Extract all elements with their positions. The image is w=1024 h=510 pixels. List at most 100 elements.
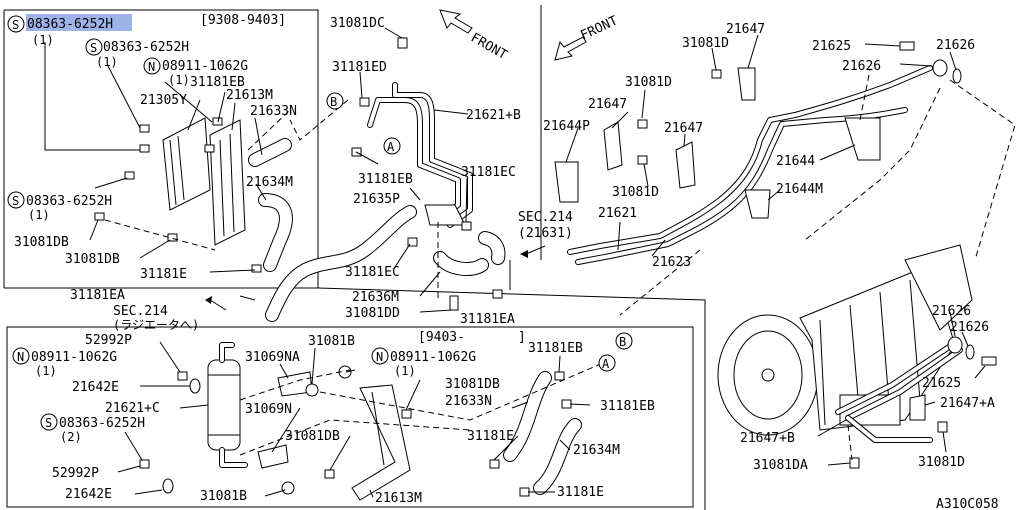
- bracket-21305y: [162, 117, 211, 211]
- part-number-31181eb[interactable]: 31181EB: [190, 75, 245, 90]
- hose-21634m-b: [533, 418, 582, 495]
- marker-s-1: [7, 15, 25, 33]
- part-number-21647[interactable]: 21647: [588, 97, 627, 112]
- hose-21635p: [265, 205, 417, 322]
- part-number-21647b[interactable]: 21647+B: [740, 431, 795, 446]
- hose-21633n-a: [248, 138, 292, 167]
- fittings-lower-right: [849, 336, 997, 469]
- part-number-21647[interactable]: 21647: [664, 121, 703, 136]
- pipe-21623: [567, 65, 933, 255]
- front-label: FRONT: [468, 30, 510, 63]
- marker-b-1: [326, 92, 344, 110]
- part-number-21647a[interactable]: 21647+A: [940, 396, 995, 411]
- part-number-s-08363-6252h[interactable]: 08363-6252H: [59, 416, 145, 431]
- part-number-31181ea[interactable]: 31181EA: [70, 288, 125, 303]
- part-number-31069n[interactable]: 31069N: [245, 402, 292, 417]
- marker-a-2: [598, 354, 616, 372]
- part-number-21623[interactable]: 21623: [652, 255, 691, 270]
- part-number-s-08363-6252h-selected[interactable]: 08363-6252H: [27, 17, 113, 32]
- part-number-21305y[interactable]: 21305Y: [140, 93, 187, 108]
- part-number-31081db[interactable]: 31081DB: [65, 252, 120, 267]
- part-number-31081dc[interactable]: 31081DC: [330, 16, 385, 31]
- part-number-31181e[interactable]: 31181E: [140, 267, 187, 282]
- qty-label: (1): [394, 364, 416, 378]
- part-number-52992p[interactable]: 52992P: [85, 333, 132, 348]
- part-number-s-08363-6252h[interactable]: 08363-6252H: [103, 40, 189, 55]
- part-number-21626[interactable]: 21626: [936, 38, 975, 53]
- leader-lines-lower-right: [817, 311, 986, 466]
- marker-s-4-text: S: [45, 416, 52, 430]
- marker-s-3-text: S: [12, 194, 19, 208]
- part-number-31181ea[interactable]: 31181EA: [460, 312, 515, 327]
- front-arrow-a: [439, 9, 473, 34]
- part-number-21621b[interactable]: 21621+B: [466, 108, 521, 123]
- part-number-n-08911-1062g[interactable]: 08911-1062G: [162, 59, 248, 74]
- part-number-31069na[interactable]: 31069NA: [245, 350, 300, 365]
- part-number-31081da[interactable]: 31081DA: [753, 458, 808, 473]
- part-number-21634m[interactable]: 21634M: [246, 175, 293, 190]
- arrow-to-radiator: [205, 296, 227, 311]
- part-number-21625[interactable]: 21625: [812, 39, 851, 54]
- part-number-21644[interactable]: 21644: [776, 154, 815, 169]
- part-number-31081db[interactable]: 31081DB: [285, 429, 340, 444]
- date-range-label: [9308-9403]: [200, 13, 286, 28]
- part-number-31081b[interactable]: 31081B: [308, 334, 355, 349]
- part-number-31181ed[interactable]: 31181ED: [332, 60, 387, 75]
- part-number-31081d[interactable]: 31081D: [625, 75, 672, 90]
- part-number-21644p[interactable]: 21644P: [543, 119, 590, 134]
- part-number-21613m[interactable]: 21613M: [375, 491, 422, 506]
- sec-214-reference[interactable]: SEC.214: [518, 210, 573, 225]
- figure-code: A310C058: [936, 497, 999, 510]
- part-number-21636m[interactable]: 21636M: [352, 290, 399, 305]
- part-number-21644m[interactable]: 21644M: [776, 182, 823, 197]
- part-number-n-08911-1062g[interactable]: 08911-1062G: [390, 350, 476, 365]
- marker-a-1-text: A: [387, 140, 395, 154]
- part-number-21634m[interactable]: 21634M: [573, 443, 620, 458]
- frame-top-left: [3, 9, 319, 289]
- part-number-31181e[interactable]: 31181E: [467, 429, 514, 444]
- marker-s-2-text: S: [90, 41, 97, 55]
- sec-214-sub-label: (21631): [518, 226, 573, 241]
- part-number-21635p[interactable]: 21635P: [353, 192, 400, 207]
- part-number-31181eb[interactable]: 31181EB: [358, 172, 413, 187]
- transmission-assembly: [717, 244, 973, 436]
- part-number-21621c[interactable]: 21621+C: [105, 401, 160, 416]
- part-number-31081d[interactable]: 31081D: [918, 455, 965, 470]
- part-number-31081d[interactable]: 31081D: [612, 185, 659, 200]
- part-number-s-08363-6252h[interactable]: 08363-6252H: [26, 194, 112, 209]
- part-number-31181eb[interactable]: 31181EB: [600, 399, 655, 414]
- marker-s-3: [7, 191, 25, 209]
- part-number-31081dd[interactable]: 31081DD: [345, 306, 400, 321]
- marker-n-2: [12, 347, 30, 365]
- marker-n-1: [143, 57, 161, 75]
- part-number-21642e[interactable]: 21642E: [65, 487, 112, 502]
- part-number-21626[interactable]: 21626: [950, 320, 989, 335]
- part-number-52992p[interactable]: 52992P: [52, 466, 99, 481]
- part-number-31081d[interactable]: 31081D: [682, 36, 729, 51]
- part-number-31181e[interactable]: 31181E: [557, 485, 604, 500]
- part-number-21613m[interactable]: 21613M: [226, 88, 273, 103]
- part-number-31181ec[interactable]: 31181EC: [345, 265, 400, 280]
- part-number-31181ec[interactable]: 31181EC: [461, 165, 516, 180]
- marker-n-1-text: N: [148, 60, 155, 74]
- qty-label: (1): [35, 364, 57, 378]
- leader-lines-bottom-left: [117, 341, 611, 498]
- part-number-n-08911-1062g[interactable]: 08911-1062G: [31, 350, 117, 365]
- part-number-21626[interactable]: 21626: [932, 304, 971, 319]
- part-number-31081db[interactable]: 31081DB: [445, 377, 500, 392]
- marker-n-2-text: N: [17, 350, 24, 364]
- part-number-21647[interactable]: 21647: [726, 22, 765, 37]
- part-number-21626[interactable]: 21626: [842, 59, 881, 74]
- selection-highlight: [26, 14, 132, 31]
- part-number-21642e[interactable]: 21642E: [72, 380, 119, 395]
- part-number-21621[interactable]: 21621: [598, 206, 637, 221]
- part-number-31181eb[interactable]: 31181EB: [528, 341, 583, 356]
- sec-214-reference[interactable]: SEC.214: [113, 304, 168, 319]
- part-number-21625[interactable]: 21625: [922, 376, 961, 391]
- part-number-31081b[interactable]: 31081B: [200, 489, 247, 504]
- part-number-21633n[interactable]: 21633N: [445, 394, 492, 409]
- part-number-31081db[interactable]: 31081DB: [14, 235, 69, 250]
- bracket-31069n: [257, 444, 289, 469]
- hose-21636m: [433, 251, 489, 277]
- part-number-21633n[interactable]: 21633N: [250, 104, 297, 119]
